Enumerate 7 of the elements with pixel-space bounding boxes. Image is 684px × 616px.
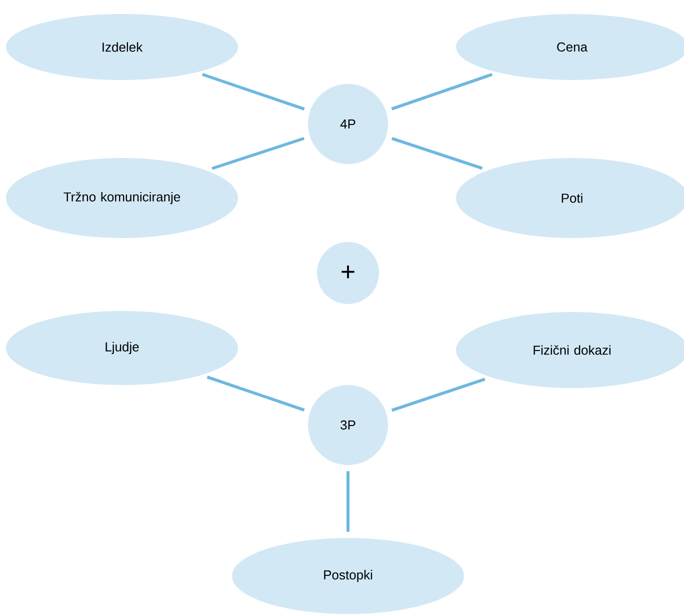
- connector-line: [206, 376, 305, 412]
- connector-line: [391, 137, 483, 170]
- connector-line: [391, 73, 493, 110]
- connector-line: [212, 136, 305, 170]
- connector-line: [391, 378, 486, 412]
- connector-line: [202, 72, 305, 111]
- connector-line: [346, 471, 350, 532]
